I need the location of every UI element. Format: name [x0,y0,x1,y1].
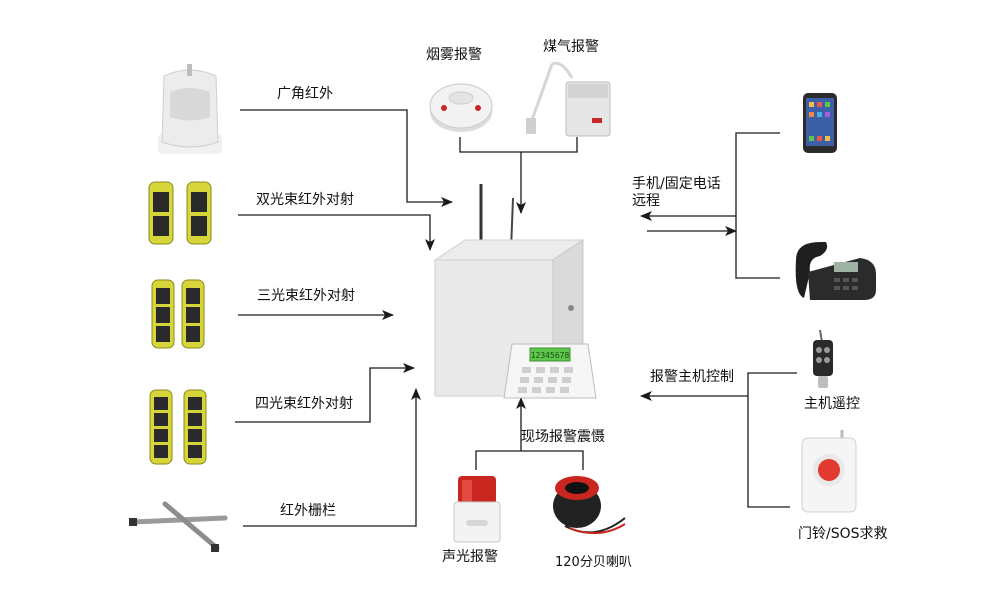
label-onsite-deterrent: 现场报警震慑 [521,429,605,445]
desk-phone-icon [795,242,876,300]
wire-wide-angle-ir [240,109,453,207]
label-doorbell-sos: 门铃/SOS求救 [798,526,888,542]
label-triple-beam: 三光束红外对射 [257,288,355,304]
beam-detector-icon [149,389,207,465]
label-phone-line2: 远程 [632,193,660,209]
sos-button-icon [801,430,857,513]
wire-onsite-bus [475,450,584,470]
wire-smoke-gas [459,137,578,153]
beam-detector-icon [148,181,212,245]
label-gas-alarm: 煤气报警 [543,39,599,55]
label-wide-angle-ir: 广角红外 [277,86,333,102]
keypad-lcd: 12345678 [531,351,570,360]
label-phone-line1: 手机/固定电话 [632,176,721,192]
label-host-control: 报警主机控制 [650,369,734,385]
label-horn: 120分贝喇叭 [555,555,632,570]
wire-phone-bus [735,132,780,279]
alarm-panel-icon [433,184,585,397]
smartphone-icon [803,93,837,153]
wire-ir-fence [243,388,421,527]
horn-speaker-icon [553,476,626,535]
wire-host-control [747,372,797,508]
pir-sensor-icon [158,64,222,154]
beam-detector-icon [151,279,205,349]
label-smoke-alarm: 烟雾报警 [426,47,482,63]
label-remote: 主机遥控 [804,396,860,412]
label-strobe-siren: 声光报警 [442,549,498,565]
label-dual-beam: 双光束红外对射 [256,192,354,208]
ir-fence-icon [129,501,228,552]
wire-quad-beam [235,363,415,423]
wire-dual-beam [238,214,435,251]
key-fob-icon [813,329,833,388]
smoke-detector-icon [429,83,493,132]
label-ir-fence: 红外栅栏 [280,503,336,519]
keypad-icon: 12345678 [503,343,597,399]
gas-detector-icon [526,61,611,137]
strobe-siren-icon [453,476,501,543]
label-quad-beam: 四光束红外对射 [255,396,353,412]
